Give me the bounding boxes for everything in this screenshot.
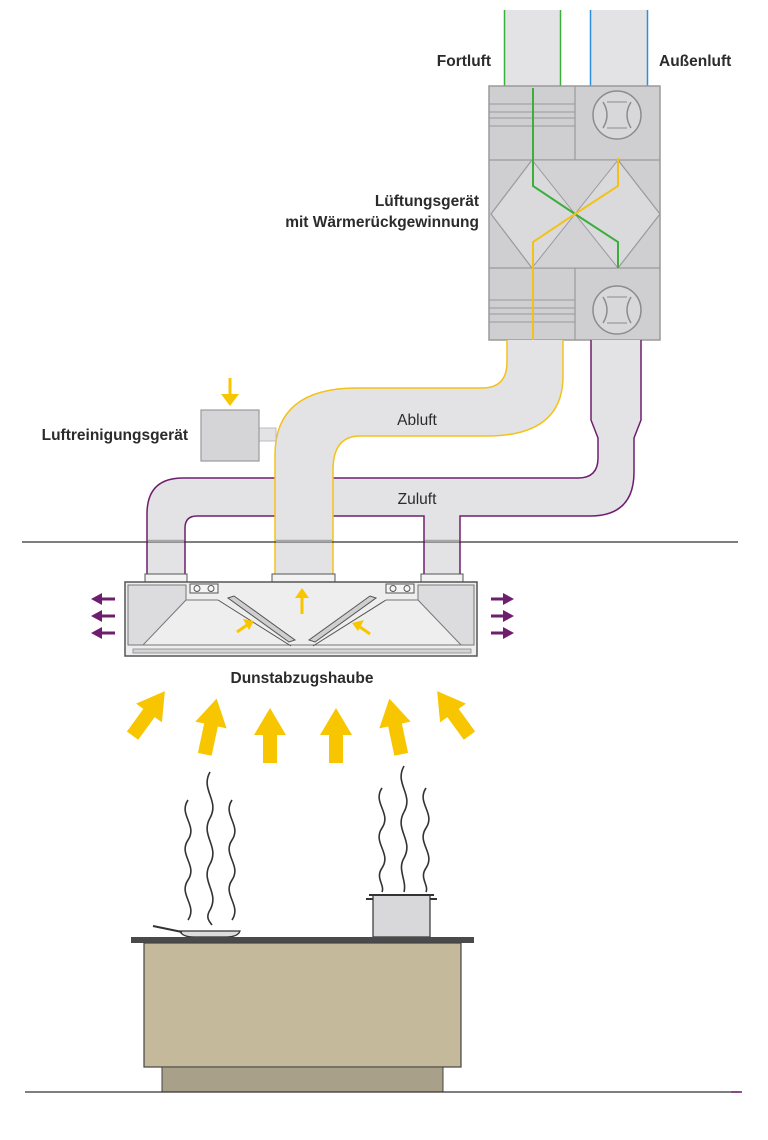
extractor-hood xyxy=(124,573,478,657)
fan-icon-top xyxy=(592,90,642,140)
air-curtain-arrows-left xyxy=(91,593,115,639)
abluft-label: Abluft xyxy=(397,412,437,429)
down-arrow-icon xyxy=(221,378,239,406)
zuluft-duct xyxy=(146,340,642,578)
abluft-duct xyxy=(274,340,564,578)
outside-ducts xyxy=(503,10,649,88)
aussenluft-label: Außenluft xyxy=(659,53,731,70)
cabinet xyxy=(143,942,462,1068)
ventilation-unit xyxy=(488,85,661,341)
luftreinigung-label: Luftreinigungsgerät xyxy=(42,427,188,444)
lamp-icon-left xyxy=(189,583,219,594)
rising-air-arrows xyxy=(126,691,476,763)
fortluft-duct xyxy=(504,10,561,88)
aussenluft-duct xyxy=(590,10,648,88)
device-label-line2: mit Wärmerückgewinnung xyxy=(285,214,479,231)
fortluft-label: Fortluft xyxy=(437,53,491,70)
pot-icon xyxy=(366,894,437,938)
device-label-line1: Lüftungsgerät xyxy=(375,193,479,210)
pan-icon xyxy=(152,925,241,938)
kitchen-island xyxy=(131,937,474,1093)
fan-icon-bottom xyxy=(592,285,642,335)
air-purifier xyxy=(200,378,277,462)
zuluft-label: Zuluft xyxy=(398,491,437,508)
hood-label: Dunstabzugshaube xyxy=(231,670,374,687)
abluft-flow-line xyxy=(532,158,619,340)
lamp-icon-right xyxy=(385,583,415,594)
countertop xyxy=(131,937,474,943)
air-curtain-arrows-right xyxy=(491,593,514,639)
plinth xyxy=(161,1066,444,1093)
steam-left xyxy=(184,771,236,926)
steam-right xyxy=(378,765,430,893)
